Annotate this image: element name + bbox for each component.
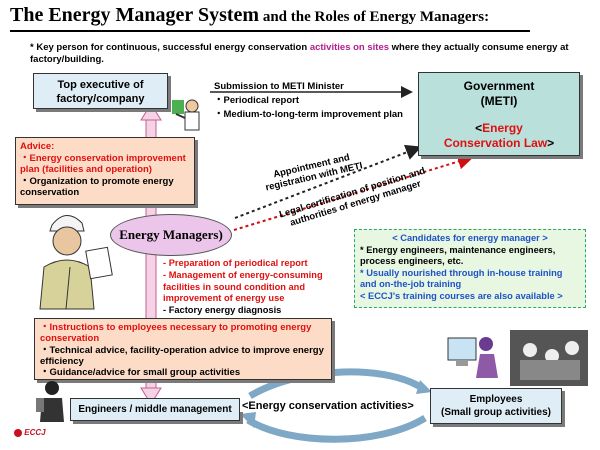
eccj-logo: ECCJ [14,428,46,437]
candidate-item: < ECCJ's training courses are also avail… [360,290,563,301]
energy-managers-node: Energy Managers) [110,214,232,256]
candidate-item: * Usually nourished through in-house tra… [360,267,563,290]
employees-box: Employees (Small group activities) [430,388,562,424]
task-item: - Factory energy diagnosis [163,305,282,316]
instructions-box: ・Instructions to employees necessary to … [34,318,332,380]
candidates-box: < Candidates for energy manager > * Ener… [354,229,586,308]
manager-tasks: - Preparation of periodical report - Man… [163,258,323,317]
advice-item: ・Organization to promote energy conserva… [20,175,174,199]
appointment-arrow [234,144,422,219]
title-underline [10,30,530,32]
instruction-item: ・Technical advice, facility-operation ad… [40,344,324,367]
executive-figure-icon [172,99,200,131]
instruction-item: ・Guidance/advice for small group activit… [40,367,241,379]
page-title: The Energy Manager System and the Roles … [10,4,490,26]
law-name: <Energy [475,121,523,135]
logo-dot-icon [14,428,22,437]
submission-text: Submission to METI Minister ・Periodical … [214,81,403,120]
employees-picture-icon [447,330,588,386]
law-name-2: Conservation Law> [443,136,555,150]
legal-arrow [233,153,474,231]
government-box: Government (METI) <Energy Conservation L… [418,72,580,156]
engineers-box: Engineers / middle management [70,398,240,421]
intro-text: * Key person for continuous, successful … [30,42,569,65]
submission-item: ・Medium-to-long-term improvement plan [214,109,403,120]
advice-item: ・Energy conservation improvement plan (f… [20,152,186,176]
engineer-figure-icon [36,381,64,422]
energy-activities-label: <Energy conservation activities> [240,400,416,412]
candidate-item: * Energy engineers, maintenance engineer… [360,244,556,267]
activity-cycle [240,368,432,443]
submission-item: ・Periodical report [214,95,300,106]
task-item: facilities in sound condition and [163,281,306,292]
task-item: improvement of energy use [163,293,285,304]
instruction-item: ・Instructions to employees necessary to … [40,322,312,345]
advice-box: Advice: ・Energy conservation improvement… [15,137,195,205]
energy-manager-figure-icon [39,215,113,310]
top-executive-box: Top executive of factory/company [33,73,168,109]
task-item: - Management of energy-consuming [163,269,323,280]
task-item: - Preparation of periodical report [163,258,308,268]
